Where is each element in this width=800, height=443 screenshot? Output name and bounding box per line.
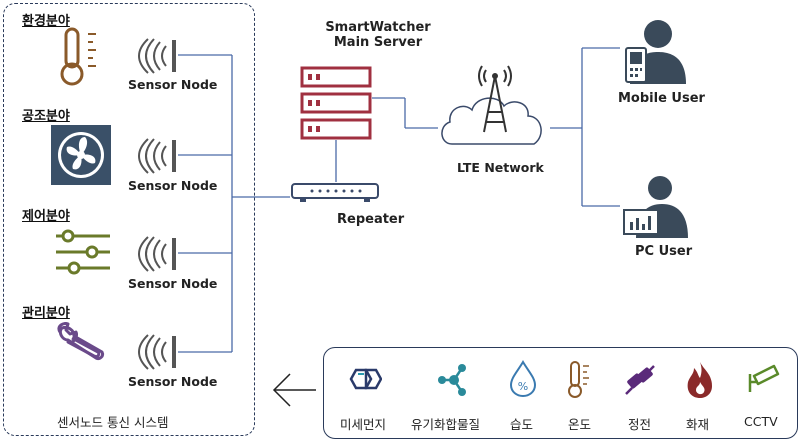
server-title-line2: Main Server: [333, 35, 423, 50]
category-label-environment: 환경분야: [22, 14, 70, 29]
fan-icon: [51, 125, 111, 185]
signal-icon: [138, 138, 176, 174]
mobile-user-label: Mobile User: [618, 91, 705, 106]
server-title: SmartWatcher Main Server: [318, 20, 438, 50]
svg-text:%: %: [518, 380, 528, 393]
sensor-node-label: Sensor Node: [128, 276, 218, 291]
compound-icon: [438, 364, 466, 396]
sensor-node-label: Sensor Node: [128, 77, 218, 92]
sensor-label-cctv: CCTV: [744, 414, 778, 429]
sensor-label-humidity: 습도: [510, 417, 534, 432]
repeater-icon: [291, 183, 379, 202]
server-title-line1: SmartWatcher: [325, 20, 431, 35]
category-label-hvac: 공조분야: [22, 109, 70, 124]
sliders-icon: [56, 229, 110, 275]
signal-icon: [138, 334, 176, 370]
pc-user-label: PC User: [635, 244, 693, 259]
cctv-icon: [748, 364, 780, 392]
system-label: 센서노드 통신 시스템: [57, 415, 169, 430]
sensor-label-temperature: 온도: [568, 417, 592, 432]
lte-cloud-icon: [441, 65, 542, 145]
thermometer-icon: [60, 27, 96, 86]
sensor-node-system-frame: [3, 3, 255, 436]
thermometer-icon: [568, 361, 589, 398]
fire-icon: [687, 362, 712, 398]
sensor-label-fine-dust: 미세먼지: [340, 417, 387, 432]
sensor-label-fire: 화재: [686, 417, 710, 432]
plug-icon: [625, 365, 655, 395]
wrench-icon: [57, 322, 104, 360]
signal-icon: [138, 38, 176, 74]
mobile-user-icon: [625, 20, 686, 84]
sensor-node-label: Sensor Node: [128, 374, 218, 389]
sensor-panel: [323, 347, 798, 439]
sensor-label-organic-compound: 유기화합물질: [411, 417, 481, 432]
humidity-icon: %: [509, 360, 537, 398]
sensor-label-power-outage: 정전: [628, 417, 652, 432]
repeater-label: Repeater: [337, 212, 405, 227]
sensor-node-label: Sensor Node: [128, 178, 218, 193]
network-label: LTE Network: [457, 160, 544, 175]
pc-user-icon: [623, 176, 688, 238]
category-label-control: 제어분야: [22, 209, 70, 224]
server-icon: [300, 66, 372, 140]
category-label-management: 관리분야: [22, 306, 70, 321]
arrow-left-icon: [272, 373, 316, 407]
signal-icon: [138, 236, 176, 272]
molecule-icon: [349, 368, 382, 390]
